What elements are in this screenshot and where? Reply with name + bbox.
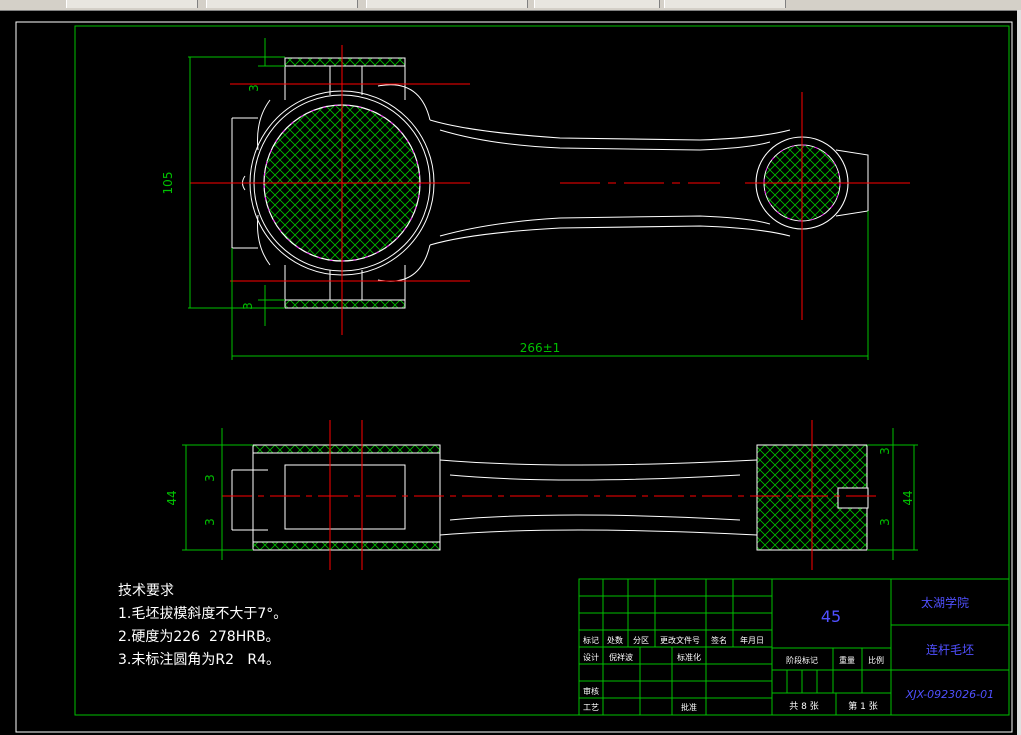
hdr-cell-3: 更改文件号	[660, 635, 700, 645]
lineweight-dropdown[interactable]	[366, 0, 528, 8]
hdr-cell-0: 标记	[583, 635, 599, 645]
standardization-label: 标准化	[677, 652, 701, 662]
linetype-dropdown[interactable]	[206, 0, 358, 8]
weight-label: 重量	[839, 655, 855, 665]
sheets-label: 共 8 张	[789, 701, 818, 712]
tech-requirement-2: 2.硬度为226 278HRB。	[118, 629, 280, 645]
vertical-scrollbar[interactable]	[1017, 10, 1021, 735]
cap-bottom-rib	[284, 299, 406, 309]
hdr-cell-2: 分区	[633, 636, 649, 645]
designer-label: 设计	[583, 652, 599, 662]
title-block	[578, 578, 1010, 716]
cad-drawing-canvas[interactable]: 105 266±1 3 3 44 44 3	[0, 10, 1017, 735]
tech-requirement-1: 1.毛坯拔模斜度不大于7°。	[118, 606, 288, 622]
dim-width-left: 44	[165, 490, 179, 505]
hdr-cell-5: 年月日	[740, 635, 764, 645]
dim-height-105: 105	[161, 172, 175, 195]
dim-side-left-lower: 3	[203, 518, 217, 526]
sheet-label: 第 1 张	[848, 700, 877, 712]
side-view: 44 44 3 3 3 3	[165, 420, 918, 570]
cad-toolbar-strip	[0, 0, 1021, 11]
hdr-cell-1: 处数	[607, 635, 623, 645]
layer-dropdown[interactable]	[66, 0, 198, 8]
school-name: 太湖学院	[921, 595, 969, 610]
scale-label: 比例	[868, 655, 884, 665]
hdr-cell-4: 签名	[711, 635, 727, 645]
cap-top-rib	[284, 57, 406, 67]
approve-label: 批准	[681, 702, 697, 712]
top-view-dimensions	[188, 38, 869, 360]
side-view-dimensions	[182, 428, 918, 560]
dim-side-left-upper: 3	[203, 474, 217, 482]
dim-rib-top: 3	[247, 84, 261, 92]
dim-side-right-upper: 3	[878, 447, 892, 455]
process-label: 工艺	[583, 703, 599, 712]
tech-requirement-3: 3.未标注圆角为R2 R4。	[118, 652, 280, 668]
side-bolt-pocket	[284, 464, 406, 530]
title-block-text: 45 太湖学院 连杆毛坯 XJX-0923026-01 标记 处数 分区 更改文…	[583, 595, 994, 712]
dim-length-266: 266±1	[520, 341, 561, 355]
color-dropdown[interactable]	[664, 0, 786, 8]
stage-label: 阶段标记	[786, 655, 818, 665]
drawing-number: XJX-0923026-01	[905, 688, 994, 701]
material-label: 45	[821, 607, 841, 626]
dim-rib-bottom: 3	[241, 302, 255, 310]
plotstyle-dropdown[interactable]	[534, 0, 660, 8]
dim-width-right: 44	[901, 490, 915, 505]
designer-name: 倪祥波	[609, 652, 633, 662]
dim-side-right-lower: 3	[878, 518, 892, 526]
drawing-frame	[74, 25, 1010, 716]
sheet-border	[15, 21, 1013, 733]
review-label: 审核	[583, 686, 599, 696]
tech-requirements-title: 技术要求	[118, 583, 174, 599]
part-name: 连杆毛坯	[926, 642, 974, 657]
top-view: 105 266±1 3 3	[161, 38, 910, 360]
